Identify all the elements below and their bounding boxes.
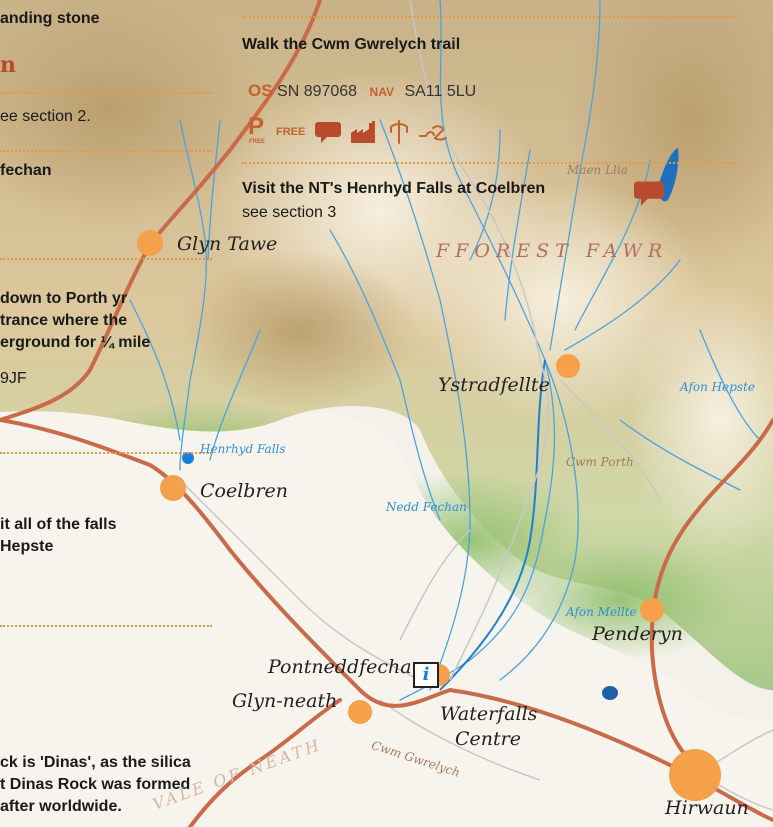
area-fforest-fawr: FFOREST FAWR: [436, 240, 669, 262]
os-label: OS: [248, 81, 273, 100]
divider: [0, 452, 212, 454]
industry-icon: [351, 121, 376, 143]
place-penderyn: Penderyn: [592, 623, 683, 645]
free-label: FREE: [276, 126, 306, 138]
divider: [0, 150, 212, 152]
divider: [242, 162, 734, 164]
porth-text-3: erground for ¼ mile: [0, 334, 151, 351]
river-afon-hepste: Afon Hepste: [680, 380, 755, 394]
divider: [0, 92, 212, 94]
falls-entry-title[interactable]: Visit the NT's Henrhyd Falls at Coelbren: [242, 180, 546, 197]
porth-text-2: trance where the: [0, 312, 128, 329]
os-ref: SN 897068: [277, 83, 358, 100]
falls-henrhyd: Henrhyd Falls: [200, 442, 286, 456]
divider: [0, 258, 212, 260]
river-nedd-fechan: Nedd Fechan: [386, 500, 467, 514]
river-afon-mellte: Afon Mellte: [566, 605, 637, 619]
standing-stone-text: anding stone: [0, 10, 100, 27]
falls-entry-subtitle: see section 3: [242, 204, 337, 221]
dinas-text-2: t Dinas Rock was formed: [0, 776, 191, 793]
dinas-text-1: ck is 'Dinas', as the silica: [0, 754, 191, 771]
cafe-speech-icon: [634, 181, 664, 206]
place-pontneddfechan: Pontneddfechan: [268, 656, 424, 678]
see-section-2-text: ee section 2.: [0, 108, 91, 125]
parking-icon: P FREE: [248, 113, 266, 145]
nav-postcode: SA11 5LU: [404, 83, 477, 100]
place-waterfalls-centre-2: Centre: [455, 728, 521, 750]
falls-text-2: Hepste: [0, 538, 54, 555]
place-ystradfellte: Ystradfellte: [438, 374, 550, 396]
info-point-icon[interactable]: i: [413, 662, 439, 688]
divider: [242, 16, 734, 18]
porth-text-1: down to Porth yr: [0, 290, 128, 307]
mining-pick-icon: [390, 120, 409, 144]
divider: [0, 625, 212, 627]
dinas-text-3: after worldwide.: [0, 798, 122, 815]
trail-title[interactable]: Walk the Cwm Gwrelych trail: [242, 36, 461, 53]
amenity-icons: P FREE FREE: [248, 113, 448, 147]
feature-maen-llia: Maen Llia: [567, 163, 628, 177]
feature-cwm-porth: Cwm Porth: [566, 455, 634, 469]
place-glyn-tawe: Glyn Tawe: [177, 233, 278, 255]
nav-label: NAV: [369, 85, 394, 99]
falls-text-1: it all of the falls: [0, 516, 117, 533]
place-waterfalls-centre-1: Waterfalls: [440, 703, 538, 725]
postcode-text: 9JF: [0, 370, 27, 387]
place-glyn-neath: Glyn-neath: [232, 690, 338, 712]
waterfall-icon: [419, 125, 448, 141]
trail-refs: OS SN 897068 NAV SA11 5LU: [248, 80, 476, 103]
place-coelbren: Coelbren: [200, 480, 289, 502]
place-hirwaun: Hirwaun: [665, 797, 749, 819]
partial-heading: n: [0, 52, 16, 78]
fechan-text: fechan: [0, 162, 52, 179]
cafe-speech-icon: [315, 122, 342, 143]
